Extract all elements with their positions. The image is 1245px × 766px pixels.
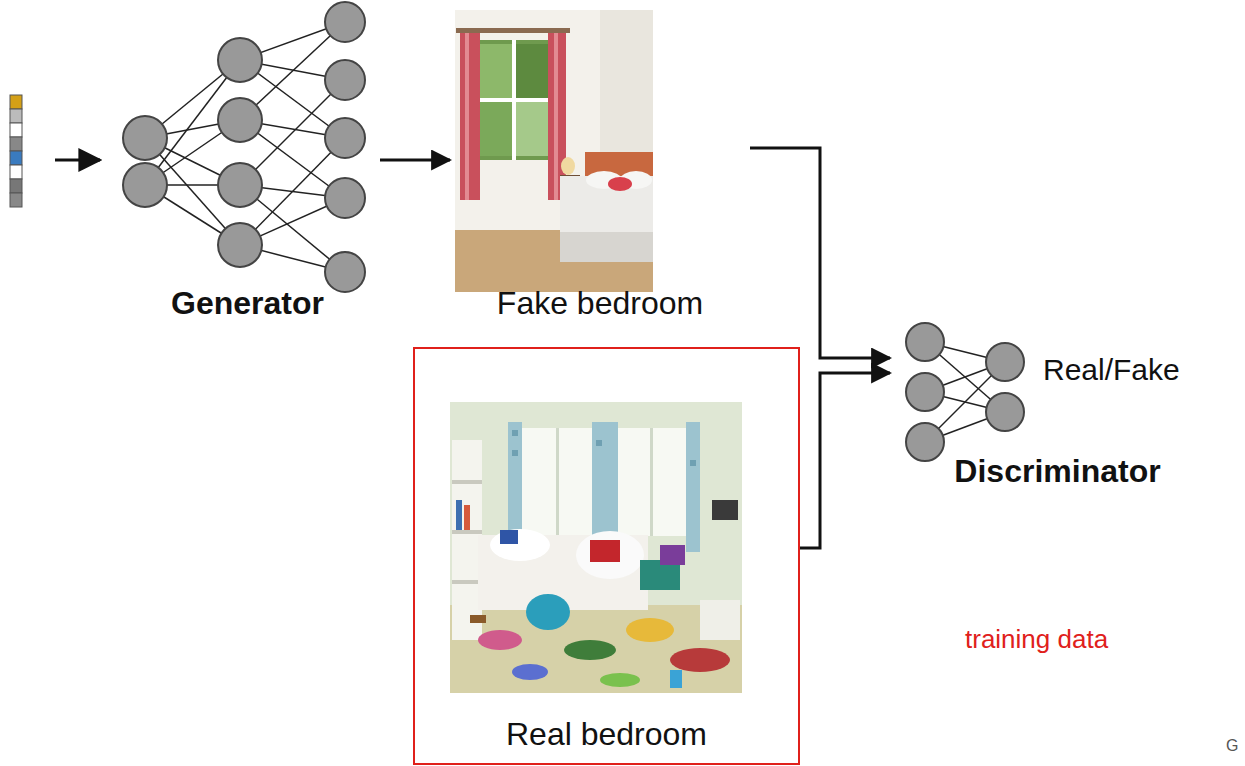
- training-data-box: Real bedroom: [413, 347, 800, 765]
- flow-arrow: [800, 373, 890, 548]
- label-holder: Real/Fake: [1043, 353, 1180, 387]
- node-label: Real bedroom: [415, 715, 798, 753]
- node-label: Generator: [115, 284, 380, 322]
- generator-network: [123, 2, 365, 292]
- annotation: training data: [965, 624, 1108, 654]
- real-bedroom-image: [450, 402, 742, 693]
- latent-vector: [10, 95, 22, 207]
- output-label: Real/Fake: [1043, 353, 1180, 386]
- generator-node: Generator: [115, 0, 380, 330]
- discriminator-node: Discriminator: [890, 325, 1225, 495]
- node-label: Fake bedroom: [450, 284, 750, 322]
- label-holder: G: [1226, 737, 1238, 755]
- fake-bedroom-image: [455, 10, 653, 292]
- discriminator-network: [906, 323, 1024, 461]
- flow-arrow: [380, 159, 450, 162]
- input-arrow: [55, 159, 100, 162]
- flow-arrow: [750, 148, 890, 358]
- label-holder: training data: [965, 624, 1108, 655]
- node-label: Discriminator: [890, 452, 1225, 490]
- image-node: Fake bedroom: [450, 5, 750, 330]
- corner-mark: G: [1226, 737, 1238, 754]
